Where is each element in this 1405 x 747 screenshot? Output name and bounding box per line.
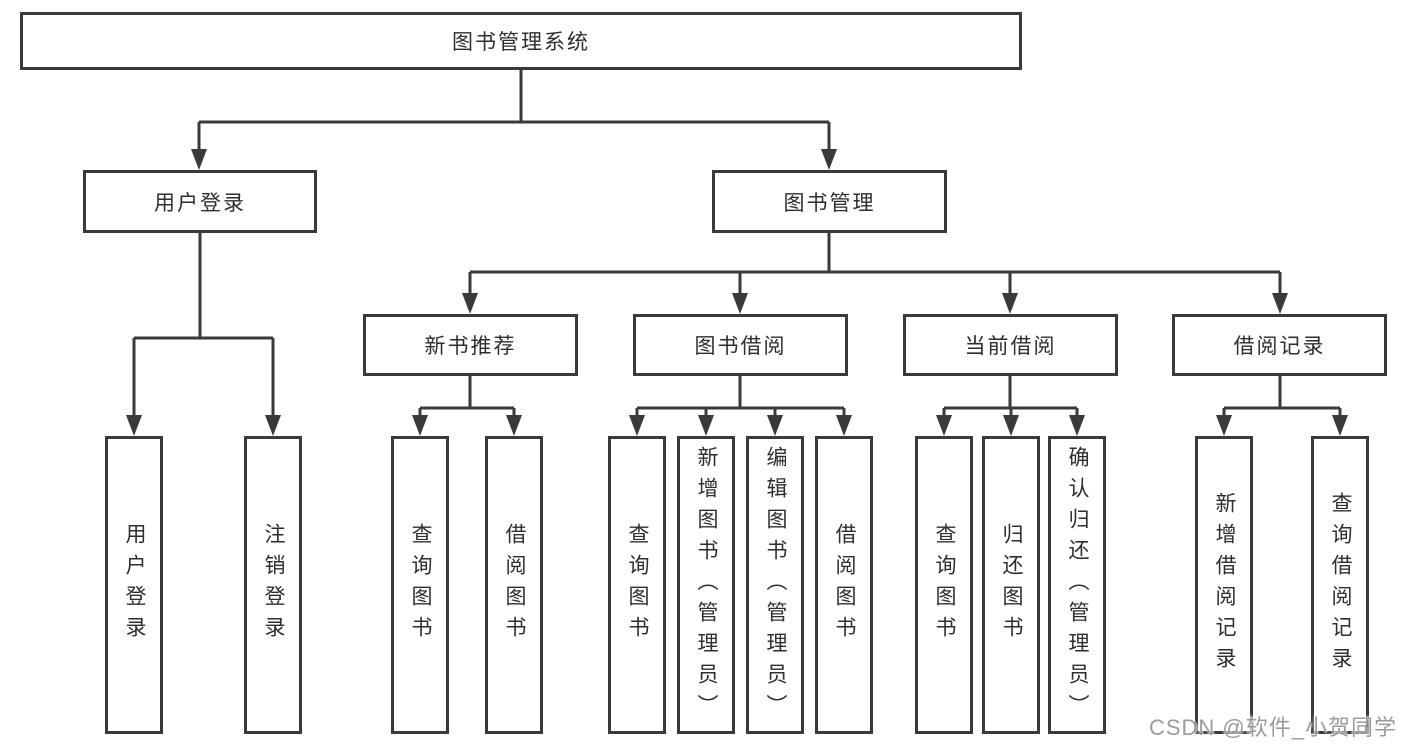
- node-user-login: 用户登录: [83, 170, 317, 233]
- node-new-book-recommend: 新书推荐: [363, 314, 578, 376]
- arrowhead: [1069, 415, 1085, 436]
- leaf-return-books: 归还图书: [982, 436, 1040, 734]
- arrowhead: [767, 415, 783, 436]
- leaf-user-login: 用户登录: [105, 436, 163, 734]
- leaf-add-books-admin: 新增图书（管理员）: [677, 436, 735, 734]
- arrowhead: [1272, 293, 1288, 314]
- arrowhead: [732, 293, 748, 314]
- arrowhead: [506, 415, 522, 436]
- arrowhead: [1216, 415, 1232, 436]
- node-book-borrowing: 图书借阅: [633, 314, 848, 376]
- arrowhead: [412, 415, 428, 436]
- arrowhead: [629, 415, 645, 436]
- arrowhead: [462, 293, 478, 314]
- connector-path: [132, 70, 1342, 418]
- csdn-watermark: CSDN @软件_小贺同学: [1148, 715, 1397, 740]
- node-book-management-system: 图书管理系统: [20, 12, 1022, 70]
- arrowhead: [936, 415, 952, 436]
- node-current-borrowing: 当前借阅: [903, 314, 1118, 376]
- arrowhead: [698, 415, 714, 436]
- node-borrowing-records: 借阅记录: [1172, 314, 1387, 376]
- leaf-borrow-books-recommend: 借阅图书: [485, 436, 543, 734]
- leaf-query-books-recommend: 查询图书: [391, 436, 449, 734]
- leaf-borrow-books-borrowing: 借阅图书: [815, 436, 873, 734]
- node-book-management: 图书管理: [712, 170, 947, 233]
- leaf-query-books-borrowing: 查询图书: [608, 436, 666, 734]
- arrowhead: [126, 415, 142, 436]
- leaf-confirm-return-admin: 确认归还（管理员）: [1048, 436, 1106, 734]
- arrowhead: [1003, 415, 1019, 436]
- arrowhead: [1332, 415, 1348, 436]
- leaf-query-borrow-record: 查询借阅记录: [1311, 436, 1369, 734]
- leaf-logout: 注销登录: [244, 436, 302, 734]
- leaf-query-books-current: 查询图书: [915, 436, 973, 734]
- arrowhead: [1002, 293, 1018, 314]
- leaf-edit-books-admin: 编辑图书（管理员）: [746, 436, 804, 734]
- arrowhead: [191, 149, 207, 170]
- arrowhead: [265, 415, 281, 436]
- arrowhead: [821, 149, 837, 170]
- arrowhead: [836, 415, 852, 436]
- leaf-add-borrow-record: 新增借阅记录: [1195, 436, 1253, 734]
